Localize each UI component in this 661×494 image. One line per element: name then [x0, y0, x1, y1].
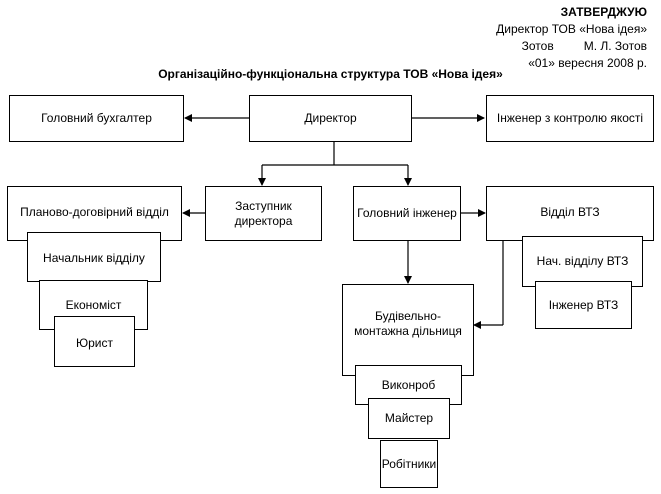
- box-construction-site: Будівельно-монтажна дільниця: [342, 284, 474, 376]
- approval-date: «01» вересня 2008 р.: [528, 56, 647, 70]
- approval-signature: Зотов М. Л. Зотов: [496, 38, 647, 55]
- approval-position: Директор ТОВ «Нова ідея»: [496, 22, 647, 36]
- box-planning-department: Планово-договірний відділ: [7, 186, 182, 241]
- construction-site-label: Будівельно-монтажна дільниця: [354, 309, 462, 338]
- box-deputy-director: Заступник директора: [205, 186, 322, 241]
- box-quality-engineer: Інженер з контролю якості: [486, 95, 654, 142]
- box-workers: Робітники: [380, 440, 438, 488]
- box-lawyer: Юрист: [54, 316, 135, 367]
- approval-heading: ЗАТВЕРДЖУЮ: [560, 5, 647, 19]
- box-vtz-department: Відділ ВТЗ: [486, 186, 654, 241]
- box-vtz-head: Нач. відділу ВТЗ: [522, 236, 643, 287]
- box-foreman: Майстер: [368, 398, 450, 439]
- signature-name: Зотов: [521, 39, 554, 53]
- diagram-title: Організаційно-функціональна структура ТО…: [158, 67, 503, 81]
- signature-full-name: М. Л. Зотов: [583, 39, 647, 53]
- box-vtz-engineer: Інженер ВТЗ: [535, 281, 632, 329]
- box-chief-engineer: Головний інженер: [353, 186, 461, 241]
- approval-block: ЗАТВЕРДЖУЮ Директор ТОВ «Нова ідея» Зото…: [496, 4, 647, 72]
- box-chief-accountant: Головний бухгалтер: [9, 95, 184, 142]
- box-director: Директор: [249, 95, 412, 142]
- box-department-head: Начальник відділу: [27, 232, 161, 282]
- deputy-director-label: Заступник директора: [234, 198, 293, 228]
